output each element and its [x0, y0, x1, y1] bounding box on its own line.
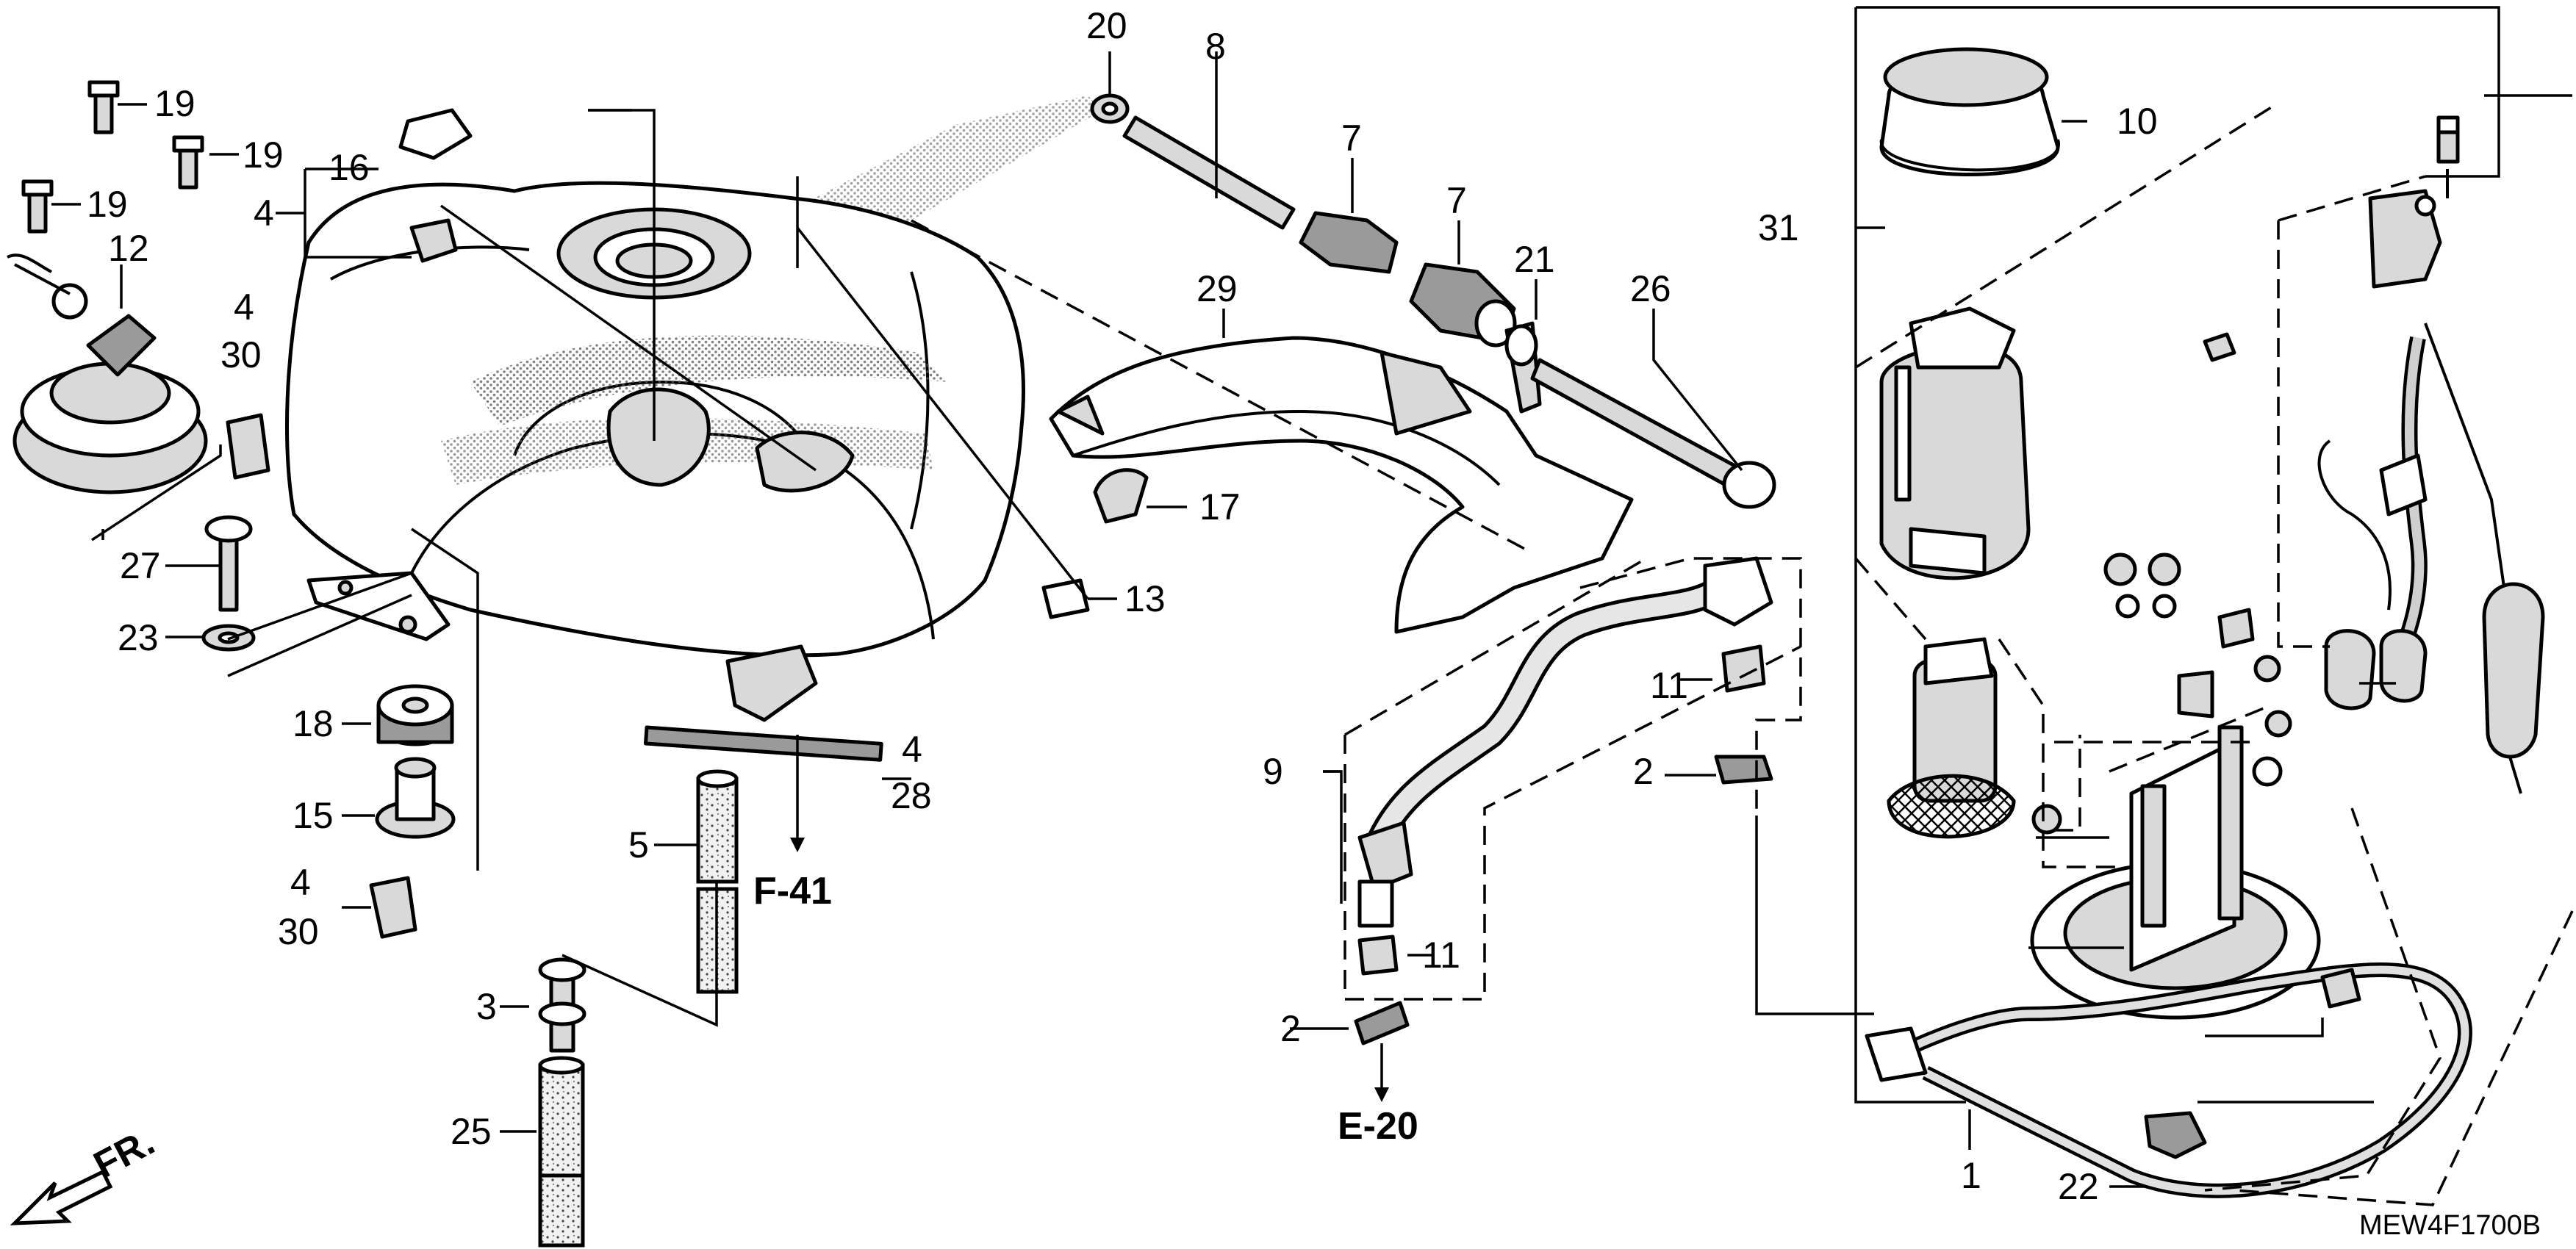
label-15: 15: [293, 795, 334, 836]
mount-bolt: [201, 515, 256, 652]
part-number-labels: 19 19 19 16 4 12 4 30 27 23 18 15 4 30 5…: [87, 5, 2158, 1207]
clips-17-13: [1041, 468, 1149, 619]
label-3: 3: [476, 986, 497, 1027]
label-11a: 11: [1650, 665, 1688, 706]
label-25: 25: [451, 1111, 492, 1152]
label-10: 10: [2117, 101, 2158, 142]
label-30a: 30: [220, 334, 262, 375]
label-2a: 2: [1633, 751, 1654, 792]
label-2b: 2: [1280, 1008, 1301, 1049]
label-27: 27: [120, 545, 161, 586]
ref-f41: F-41: [753, 870, 832, 913]
label-4a: 4: [254, 192, 274, 234]
label-26: 26: [1630, 268, 1671, 309]
label-7a: 7: [1341, 118, 1362, 159]
leader-lines: [51, 6, 2572, 1188]
front-direction-marker: FR.: [10, 1120, 162, 1225]
ref-e20: E-20: [1338, 1105, 1418, 1148]
label-13: 13: [1124, 578, 1166, 619]
label-4c: 4: [290, 862, 311, 903]
cap-bolts: [21, 80, 204, 234]
label-8: 8: [1205, 26, 1226, 67]
label-19b: 19: [243, 134, 284, 176]
rubber-cushions: [226, 108, 473, 939]
fuel-tank: [284, 96, 1102, 722]
label-17: 17: [1199, 486, 1241, 528]
mount-rubbers: [375, 684, 456, 839]
fuel-pump-assembly: [1865, 47, 2545, 1198]
label-29: 29: [1196, 268, 1238, 309]
label-7b: 7: [1446, 180, 1467, 221]
label-21: 21: [1514, 239, 1555, 280]
label-31: 31: [1758, 207, 1799, 248]
label-12: 12: [108, 228, 149, 269]
label-11b: 11: [1422, 935, 1460, 976]
label-4b: 4: [234, 287, 254, 328]
label-5: 5: [628, 824, 649, 865]
label-18: 18: [293, 703, 334, 744]
fuel-fill-cap: [7, 253, 208, 494]
drain-hoses: [538, 725, 883, 1248]
label-4d: 4: [902, 729, 922, 770]
dashed-outlines: [911, 101, 2574, 1206]
label-23: 23: [118, 617, 159, 658]
label-20: 20: [1086, 5, 1127, 46]
label-30b: 30: [278, 911, 319, 952]
tank-rear-bracket: [1049, 336, 1634, 634]
label-22: 22: [2058, 1166, 2099, 1207]
label-28: 28: [891, 775, 932, 816]
breather-tube-filters: [1090, 93, 1776, 509]
diagram-code: MEW4F1700B: [2359, 1210, 2541, 1241]
fuel-feed-hose: [1354, 556, 1773, 1045]
label-19a: 19: [154, 83, 195, 124]
label-16: 16: [329, 147, 370, 188]
label-1: 1: [1961, 1155, 1981, 1196]
label-19c: 19: [87, 184, 128, 225]
label-9: 9: [1263, 751, 1283, 792]
